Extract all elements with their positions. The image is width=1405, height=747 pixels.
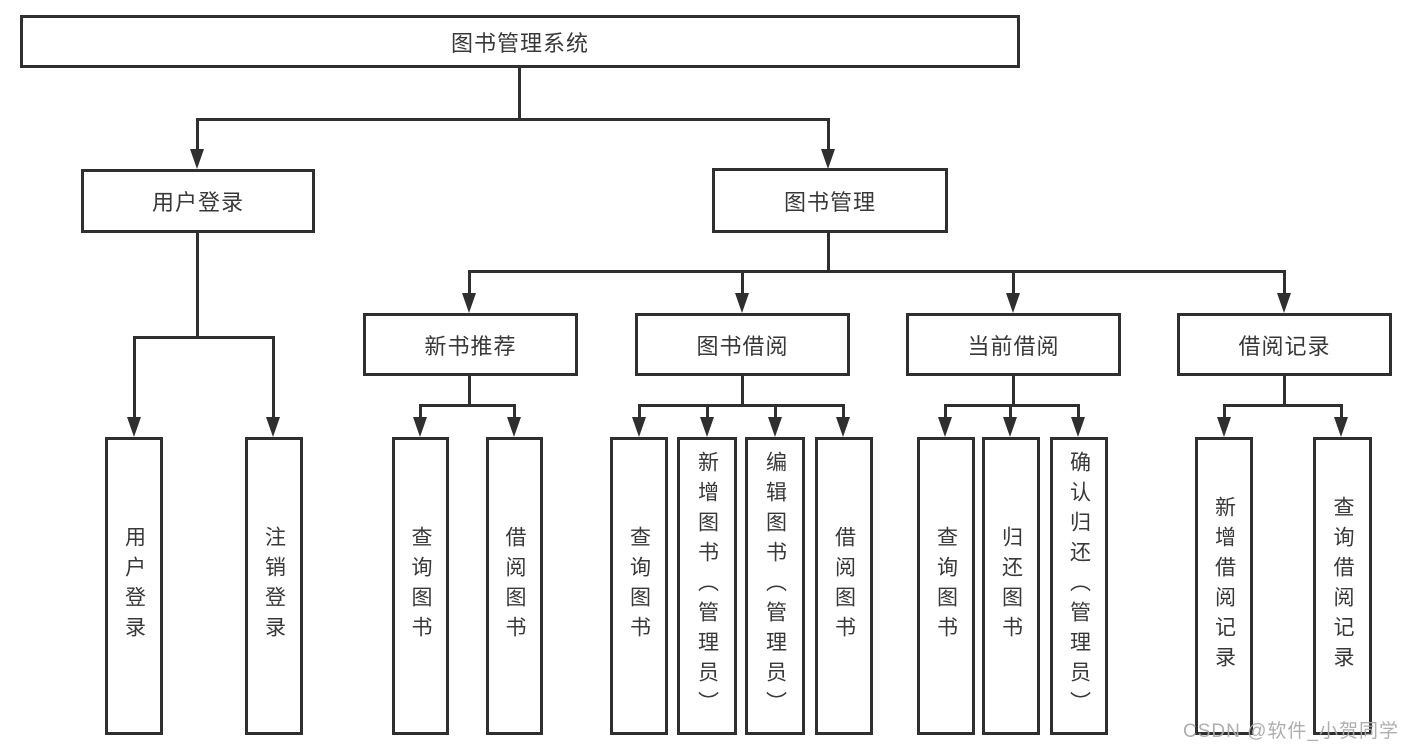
connector-line xyxy=(774,404,777,419)
leaf-add-books-admin: 新增图书（管理员） xyxy=(677,437,737,735)
node-library-management-system: 图书管理系统 xyxy=(20,15,1020,68)
connector-line xyxy=(468,376,471,406)
connector-line xyxy=(1012,376,1015,406)
leaf-query-books-borrow: 查询图书 xyxy=(610,437,668,735)
arrow-down-icon xyxy=(836,417,850,437)
leaf-edit-books-admin: 编辑图书（管理员） xyxy=(745,437,805,735)
connector-line xyxy=(1283,376,1286,406)
connector-line xyxy=(196,118,830,121)
connector-line xyxy=(518,66,521,118)
node-label: 归还图书 xyxy=(999,526,1023,646)
node-label: 新增图书（管理员） xyxy=(695,451,719,721)
node-label: 编辑图书（管理员） xyxy=(763,451,787,721)
arrow-down-icon xyxy=(1003,417,1017,437)
node-label: 借阅记录 xyxy=(1238,333,1331,359)
connector-line xyxy=(638,404,641,419)
connector-line xyxy=(827,232,830,272)
arrow-down-icon xyxy=(190,149,204,169)
node-label: 查询借阅记录 xyxy=(1331,496,1354,676)
arrow-down-icon xyxy=(821,149,835,169)
node-label: 新增借阅记录 xyxy=(1212,496,1236,676)
leaf-borrow-books: 借阅图书 xyxy=(815,437,873,735)
node-label: 查询图书 xyxy=(627,526,651,646)
connector-line xyxy=(1223,404,1226,419)
arrow-down-icon xyxy=(768,417,782,437)
arrow-down-icon xyxy=(735,293,749,313)
connector-line xyxy=(741,270,744,295)
connector-line xyxy=(944,404,1080,407)
connector-line xyxy=(1223,404,1343,407)
connector-line xyxy=(196,118,199,151)
leaf-user-login: 用户登录 xyxy=(105,437,163,735)
arrow-down-icon xyxy=(1071,417,1085,437)
connector-line xyxy=(1077,404,1080,419)
connector-line xyxy=(1283,270,1286,295)
arrow-down-icon xyxy=(938,417,952,437)
node-borrow-records: 借阅记录 xyxy=(1177,313,1392,376)
connector-line xyxy=(272,336,275,418)
node-label: 用户登录 xyxy=(151,190,244,215)
leaf-query-books-recommend: 查询图书 xyxy=(392,437,449,735)
leaf-return-books: 归还图书 xyxy=(982,437,1040,735)
leaf-logout: 注销登录 xyxy=(245,437,303,735)
connector-line xyxy=(638,404,845,407)
leaf-query-books-current: 查询图书 xyxy=(917,437,975,735)
node-book-management: 图书管理 xyxy=(712,168,948,233)
arrow-down-icon xyxy=(1334,417,1348,437)
connector-line xyxy=(827,118,830,151)
node-label: 新书推荐 xyxy=(424,333,517,359)
arrow-down-icon xyxy=(266,417,280,437)
node-label: 图书管理系统 xyxy=(450,30,589,56)
connector-line xyxy=(133,336,275,339)
arrow-down-icon xyxy=(1217,417,1231,437)
leaf-query-borrow-record: 查询借阅记录 xyxy=(1313,437,1372,735)
arrow-down-icon xyxy=(413,417,427,437)
connector-line xyxy=(842,404,845,419)
node-book-borrowing: 图书借阅 xyxy=(635,313,850,376)
connector-line xyxy=(1009,404,1012,419)
arrow-down-icon xyxy=(1277,293,1291,313)
connector-line xyxy=(468,270,471,295)
arrow-down-icon xyxy=(632,417,646,437)
node-label: 注销登录 xyxy=(262,526,286,646)
leaf-confirm-return-admin: 确认归还（管理员） xyxy=(1050,437,1108,735)
connector-line xyxy=(944,404,947,419)
leaf-add-borrow-record: 新增借阅记录 xyxy=(1195,437,1253,735)
node-label: 图书管理 xyxy=(783,189,876,215)
arrow-down-icon xyxy=(700,417,714,437)
node-label: 借阅图书 xyxy=(503,526,526,646)
arrow-down-icon xyxy=(507,417,521,437)
node-current-borrowing: 当前借阅 xyxy=(906,313,1121,376)
csdn-watermark: CSDN @软件_小贺同学 xyxy=(1183,721,1399,742)
node-user-login: 用户登录 xyxy=(81,169,315,233)
node-label: 图书借阅 xyxy=(696,333,789,359)
connector-line xyxy=(419,404,422,419)
connector-line xyxy=(706,404,709,419)
connector-line xyxy=(741,376,744,406)
connector-line xyxy=(419,404,516,407)
leaf-borrow-books-recommend: 借阅图书 xyxy=(486,437,543,735)
connector-line xyxy=(513,404,516,419)
arrow-down-icon xyxy=(462,293,476,313)
node-label: 查询图书 xyxy=(409,526,432,646)
arrow-down-icon xyxy=(127,417,141,437)
arrow-down-icon xyxy=(1006,293,1020,313)
node-label: 用户登录 xyxy=(122,526,146,646)
node-new-book-recommend: 新书推荐 xyxy=(363,313,578,376)
connector-line xyxy=(1340,404,1343,419)
node-label: 当前借阅 xyxy=(967,333,1060,359)
node-label: 确认归还（管理员） xyxy=(1067,451,1091,721)
node-label: 借阅图书 xyxy=(832,526,856,646)
connector-line xyxy=(468,270,1286,273)
connector-line xyxy=(1012,270,1015,295)
node-label: 查询图书 xyxy=(934,526,958,646)
connector-line xyxy=(196,233,199,338)
connector-line xyxy=(133,336,136,418)
